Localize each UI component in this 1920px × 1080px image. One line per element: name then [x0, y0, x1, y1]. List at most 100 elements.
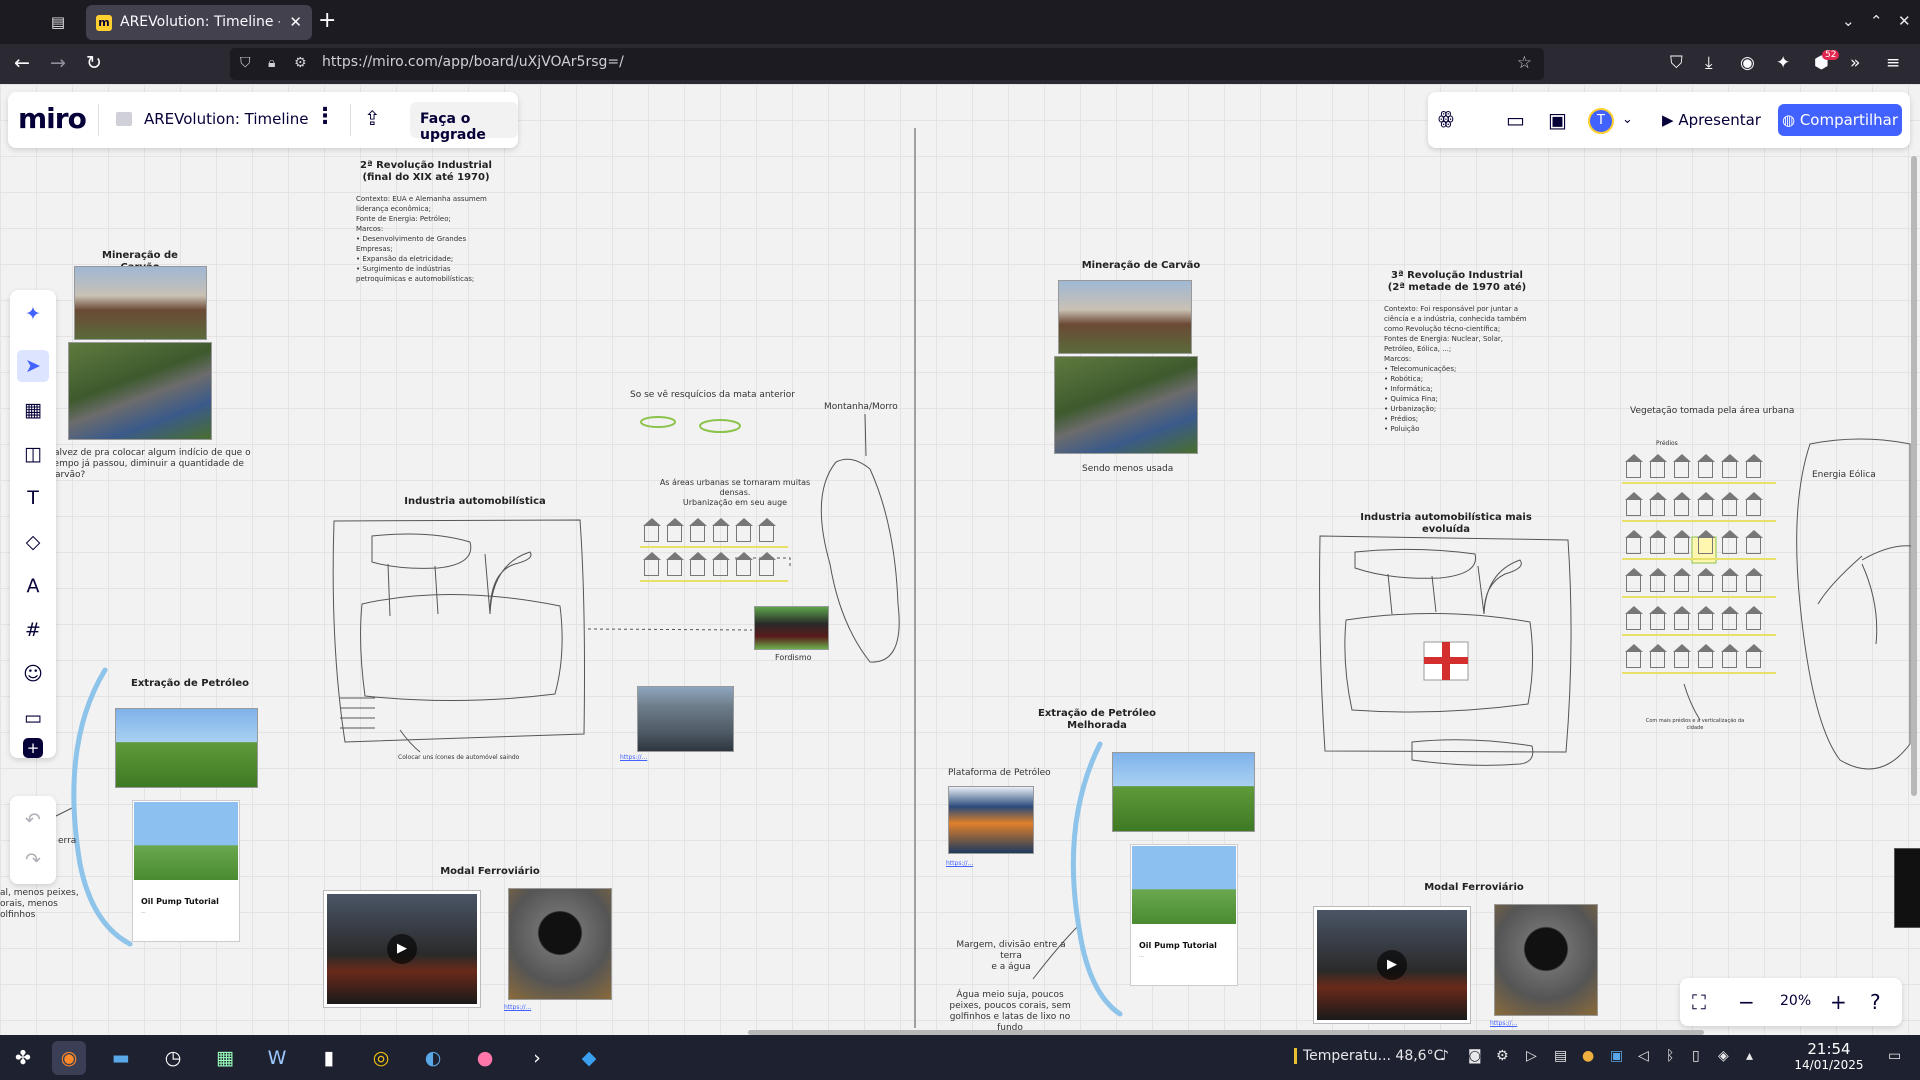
forward-icon[interactable]: →	[50, 52, 66, 74]
menu-icon[interactable]: ≡	[1886, 53, 1901, 73]
coal-mine-image[interactable]	[74, 266, 207, 340]
export-icon[interactable]: ⇪	[364, 106, 381, 130]
bookmark-star-icon[interactable]: ☆	[1516, 53, 1532, 73]
horizontal-scrollbar[interactable]	[748, 1030, 1704, 1035]
display-icon[interactable]: ▣	[1610, 1048, 1624, 1064]
chat-app-icon[interactable]: ●	[476, 1047, 494, 1069]
city-image-link[interactable]: https://...	[620, 754, 648, 761]
comments-icon[interactable]: ▭	[1506, 108, 1525, 132]
discord-icon[interactable]: ◙	[1468, 1048, 1482, 1064]
label-sendo-menos[interactable]: Sendo menos usada	[1082, 464, 1174, 474]
pen-tool-icon[interactable]: Α	[26, 575, 40, 597]
rev2-title[interactable]: 2ª Revolução Industrial (final do XIX at…	[360, 160, 492, 183]
rev2-body[interactable]: Contexto: EUA e Alemanha assumem lideran…	[356, 195, 487, 283]
frame-tool-icon[interactable]: #	[25, 619, 41, 641]
oil-field-image-right[interactable]	[1112, 752, 1255, 832]
media-icon[interactable]: ▷	[1526, 1048, 1537, 1064]
label-agua[interactable]: Água meio suja, poucos peixes, poucos co…	[949, 990, 1071, 1033]
undo-icon[interactable]: ↶	[25, 809, 41, 831]
tunnel-link-left[interactable]: https://...	[504, 1004, 532, 1011]
sticker-icon[interactable]: ☺	[23, 663, 43, 685]
ai-sparkle-icon[interactable]: ✦	[25, 303, 41, 325]
note-carro[interactable]: Colocar uns ícones de automóvel saindo	[398, 754, 520, 761]
label-extracao-melhorada[interactable]: Extração de Petróleo Melhorada	[1038, 708, 1156, 731]
show-desktop-icon[interactable]: ▭	[1888, 1048, 1902, 1064]
clock[interactable]: 21:54 14/01/2025	[1794, 1040, 1864, 1072]
oil-platform-link[interactable]: https://...	[946, 860, 974, 867]
rev3-body[interactable]: Contexto: Foi responsável por juntar a c…	[1384, 305, 1527, 433]
board-menu-icon[interactable]: ⋮	[314, 104, 336, 129]
label-modal-right[interactable]: Modal Ferroviário	[1424, 882, 1524, 893]
train-video-right[interactable]: ▶	[1313, 906, 1471, 1024]
download-icon[interactable]: ⤓	[1705, 53, 1713, 73]
share-button[interactable]: ◍ Compartilhar	[1778, 104, 1902, 136]
oil-platform-image[interactable]	[948, 786, 1034, 854]
label-areas-urbanas[interactable]: As áreas urbanas se tornaram muitas dens…	[659, 478, 811, 507]
steam-icon[interactable]: ⚙	[1496, 1048, 1509, 1064]
volume-icon[interactable]: ◁	[1638, 1048, 1649, 1064]
label-resquicios[interactable]: So se vê resquícios da mata anterior	[630, 390, 796, 400]
text-tool-icon[interactable]: T	[27, 487, 39, 509]
note-ruas[interactable]: Com mais prédios e a verticalização da c…	[1645, 718, 1745, 731]
close-icon[interactable]: ✕	[289, 13, 302, 31]
user-avatar[interactable]: T	[1588, 108, 1614, 134]
present-button[interactable]: ▶ Apresentar	[1662, 111, 1761, 129]
tunnel-image-right[interactable]	[1494, 904, 1598, 1016]
note-left-partial[interactable]: al, menos peixes, orais, menos olfinhos	[0, 888, 79, 920]
label-montanha[interactable]: Montanha/Morro	[824, 402, 898, 412]
label-vegetacao[interactable]: Vegetação tomada pela área urbana	[1630, 406, 1795, 416]
tab-active[interactable]: m AREVolution: Timeline - Miro ✕	[86, 5, 312, 40]
archive-icon[interactable]: ▮	[323, 1047, 335, 1069]
zoom-in-icon[interactable]: +	[1830, 990, 1847, 1014]
calculator-icon[interactable]: ▦	[216, 1047, 234, 1069]
clock-app-icon[interactable]: ◷	[164, 1047, 182, 1069]
new-tab-icon[interactable]: +	[318, 8, 337, 33]
reload-icon[interactable]: ↻	[86, 52, 102, 74]
train-video-left[interactable]: ▶	[323, 890, 481, 1008]
browser-icon[interactable]: ◐	[424, 1047, 442, 1069]
terminal-icon[interactable]: ›	[533, 1047, 541, 1069]
chevron-down-icon[interactable]: ⌄	[1842, 12, 1855, 30]
file-manager-icon[interactable]: ▬	[112, 1047, 130, 1069]
account-icon[interactable]: ◉	[1740, 53, 1755, 73]
dark-image-partial[interactable]	[1894, 848, 1920, 928]
tunnel-image-left[interactable]	[508, 888, 612, 1000]
play-icon[interactable]: ▶	[1377, 950, 1407, 980]
label-modal-left[interactable]: Modal Ferroviário	[440, 866, 540, 877]
label-plataforma[interactable]: Plataforma de Petróleo	[948, 768, 1051, 778]
fit-to-screen-icon[interactable]: ⛶	[1692, 990, 1706, 1014]
fordismo-car-image[interactable]	[754, 606, 829, 650]
vscode-icon[interactable]: ◆	[581, 1047, 597, 1069]
more-apps-icon[interactable]: +	[23, 738, 43, 758]
note-carvao[interactable]: Talvez de pra colocar algum indício de q…	[50, 448, 251, 480]
oil-pump-card[interactable]: Oil Pump Tutorial ...	[132, 800, 240, 942]
coal-mine-image-right[interactable]	[1058, 280, 1192, 354]
label-energia-eolica[interactable]: Energia Eólica	[1812, 470, 1876, 480]
lock-icon[interactable]: 🔒︎	[268, 55, 276, 71]
firefox-icon[interactable]: ◉	[52, 1041, 86, 1075]
label-predios[interactable]: Prédios	[1656, 440, 1678, 447]
vertical-scrollbar[interactable]	[1911, 156, 1917, 796]
minimize-icon[interactable]: ⌃	[1870, 12, 1883, 30]
sticky-note-icon[interactable]: ◫	[24, 443, 42, 465]
shapes-icon[interactable]: ◇	[25, 531, 41, 553]
shield-icon[interactable]: ⛉	[240, 55, 251, 71]
label-mineracao-right[interactable]: Mineração de Carvão	[1081, 260, 1201, 271]
board-name[interactable]: AREVolution: Timeline	[144, 110, 309, 128]
label-industria-auto[interactable]: Industria automobilística	[404, 496, 546, 507]
url-text[interactable]: https://miro.com/app/board/uXjVOAr5rsg=/	[322, 54, 624, 70]
redo-icon[interactable]: ↷	[25, 849, 41, 871]
app-launcher-icon[interactable]: ✤	[15, 1047, 31, 1069]
templates-icon[interactable]: ▦	[24, 399, 42, 421]
comment-tool-icon[interactable]: ▭	[24, 707, 42, 729]
permissions-icon[interactable]: ⚙	[294, 55, 307, 71]
bluetooth-icon[interactable]: ᛒ	[1666, 1048, 1675, 1064]
miro-board[interactable]: 2ª Revolução Industrial (final do XIX at…	[0, 84, 1920, 1035]
tab-list-icon[interactable]: ▤	[50, 13, 66, 31]
network-icon[interactable]: ◈	[1718, 1048, 1729, 1064]
oil-pump-card-right[interactable]: Oil Pump Tutorial ...	[1130, 844, 1238, 986]
coal-mine-image-right-2[interactable]	[1054, 356, 1198, 454]
miro-logo[interactable]: miro	[18, 102, 87, 135]
pocket-icon[interactable]: ⛉	[1670, 53, 1683, 73]
note-left-partial-2[interactable]: erra	[58, 836, 77, 846]
